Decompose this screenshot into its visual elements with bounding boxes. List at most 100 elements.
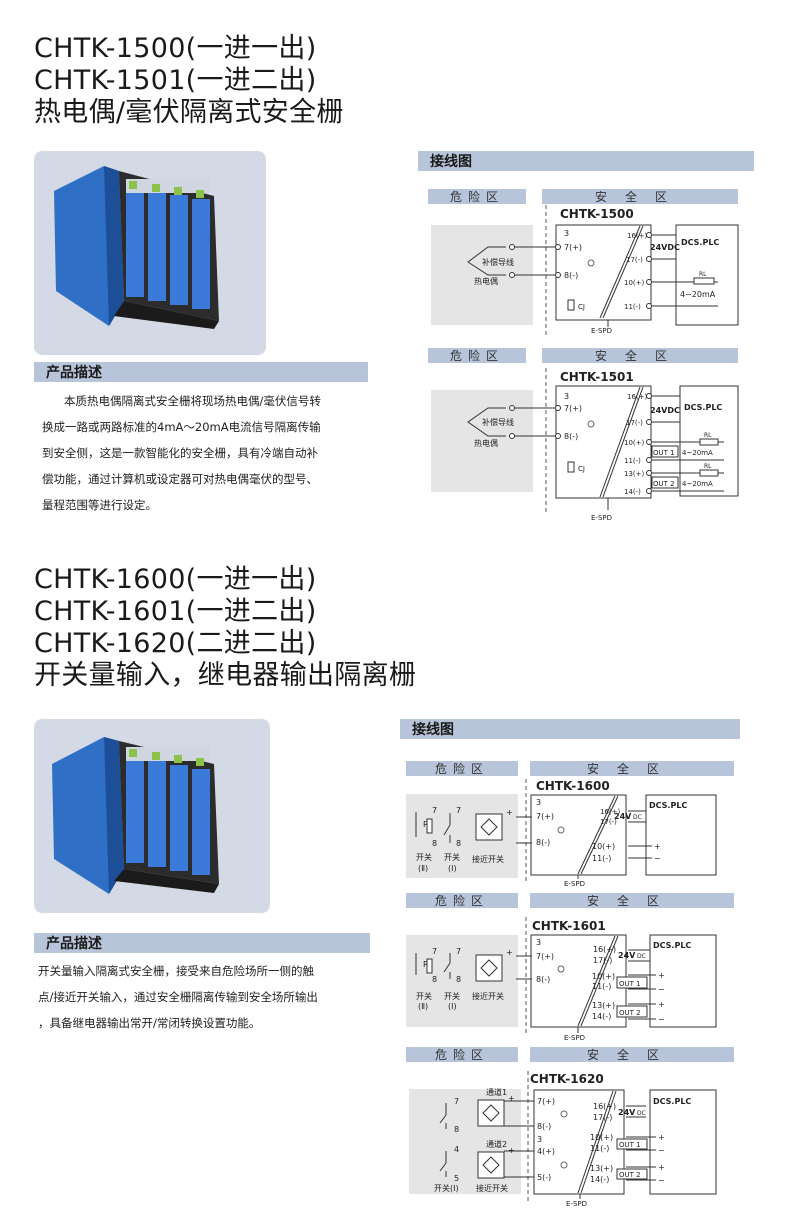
svg-text:14(-): 14(-) xyxy=(624,488,641,496)
wiring-heading-2: 接线图 xyxy=(400,719,740,739)
svg-text:+: + xyxy=(506,808,513,817)
svg-text:17(-): 17(-) xyxy=(593,1113,612,1122)
svg-text:24VDC: 24VDC xyxy=(650,243,680,252)
model-label: CHTK-1500 xyxy=(560,207,634,221)
hazard-zone-label: 危险区 xyxy=(406,761,518,776)
svg-text:11(-): 11(-) xyxy=(592,982,611,991)
svg-text:7: 7 xyxy=(456,806,461,815)
svg-text:7: 7 xyxy=(456,947,461,956)
svg-text:8(-): 8(-) xyxy=(536,838,550,847)
svg-text:−: − xyxy=(658,1146,665,1155)
svg-text:5: 5 xyxy=(454,1174,459,1183)
svg-text:7(+): 7(+) xyxy=(536,812,554,821)
model-label: CHTK-1501 xyxy=(560,370,634,384)
desc-line: 偿功能，通过计算机或设定器可对热电偶毫伏的型号、 xyxy=(42,472,318,486)
svg-text:DC: DC xyxy=(637,1110,646,1117)
svg-text:7: 7 xyxy=(432,947,437,956)
svg-text:7(+): 7(+) xyxy=(564,243,582,252)
svg-text:E-SPD: E-SPD xyxy=(564,1034,585,1042)
desc-line: 换成一路或两路标准的4mA～20mA电流信号隔离传输 xyxy=(42,420,321,434)
svg-text:4(+): 4(+) xyxy=(537,1147,555,1156)
svg-text:E-SPD: E-SPD xyxy=(566,1200,587,1208)
title-line: CHTK-1600(一进一出) xyxy=(34,564,317,595)
svg-text:开关: 开关 xyxy=(416,852,432,862)
svg-text:DCS.PLC: DCS.PLC xyxy=(681,238,719,247)
svg-text:开关: 开关 xyxy=(416,991,432,1001)
svg-text:17(-): 17(-) xyxy=(593,956,612,965)
svg-text:7(+): 7(+) xyxy=(536,952,554,961)
desc-line: ，具备继电器输出常开/常闭转换设置功能。 xyxy=(38,1016,261,1030)
product-photo-2 xyxy=(34,719,270,913)
svg-text:10(+): 10(+) xyxy=(590,1133,613,1142)
svg-text:16(+): 16(+) xyxy=(600,808,621,816)
hazard-zone-label: 危险区 xyxy=(428,189,526,204)
svg-text:DCS.PLC: DCS.PLC xyxy=(684,403,722,412)
svg-text:3: 3 xyxy=(564,392,569,401)
svg-text:补偿导线: 补偿导线 xyxy=(482,417,514,427)
svg-text:3: 3 xyxy=(564,229,569,238)
desc-line: 量程范围等进行设定。 xyxy=(42,498,157,512)
svg-text:16(+): 16(+) xyxy=(627,393,648,401)
desc-heading-2: 产品描述 xyxy=(34,933,370,953)
desc-line: 本质热电偶隔离式安全栅将现场热电偶/毫伏信号转 xyxy=(64,394,321,408)
svg-text:接近开关: 接近开关 xyxy=(476,1183,508,1193)
svg-text:RL: RL xyxy=(704,463,712,470)
svg-text:8: 8 xyxy=(432,975,437,984)
svg-text:11(-): 11(-) xyxy=(624,303,641,311)
desc-heading-1: 产品描述 xyxy=(34,362,368,382)
svg-text:3: 3 xyxy=(537,1135,542,1144)
svg-text:7(+): 7(+) xyxy=(564,404,582,413)
svg-text:10(+): 10(+) xyxy=(592,842,615,851)
desc-line: 点/接近开关输入，通过安全栅隔离传输到安全场所输出 xyxy=(38,990,318,1004)
hazard-zone-label: 危险区 xyxy=(406,1047,518,1062)
model-label: CHTK-1601 xyxy=(532,919,606,933)
svg-text:8(-): 8(-) xyxy=(537,1122,551,1131)
svg-text:(Ⅱ): (Ⅱ) xyxy=(418,864,428,873)
desc-line: 到安全侧，这是一款智能化的安全栅，具有冷端自动补 xyxy=(42,446,318,460)
svg-text:3: 3 xyxy=(536,938,541,947)
svg-text:10(+): 10(+) xyxy=(592,972,615,981)
safe-zone-label: 安全区 xyxy=(542,189,738,204)
svg-text:+: + xyxy=(654,842,661,851)
svg-text:DCS.PLC: DCS.PLC xyxy=(649,801,687,810)
svg-text:4~20mA: 4~20mA xyxy=(680,290,716,299)
svg-text:8: 8 xyxy=(456,839,461,848)
svg-text:+: + xyxy=(658,1133,665,1142)
svg-text:+: + xyxy=(658,971,665,980)
svg-text:−: − xyxy=(658,1015,665,1024)
title-line: CHTK-1501(一进二出) xyxy=(34,65,317,96)
title-line: CHTK-1601(一进二出) xyxy=(34,596,317,627)
svg-text:补偿导线: 补偿导线 xyxy=(482,257,514,267)
title-line: 开关量输入，继电器输出隔离栅 xyxy=(34,660,417,691)
svg-text:+: + xyxy=(658,1163,665,1172)
svg-text:3: 3 xyxy=(536,798,541,807)
svg-text:通道2: 通道2 xyxy=(486,1139,507,1149)
svg-text:7: 7 xyxy=(432,806,437,815)
product-photo-1 xyxy=(34,151,266,355)
barrier-device-image xyxy=(54,166,219,329)
svg-text:OUT 2: OUT 2 xyxy=(619,1009,641,1017)
svg-text:热电偶: 热电偶 xyxy=(474,438,498,448)
svg-text:24VDC: 24VDC xyxy=(650,406,680,415)
desc-line: 开关量输入隔离式安全栅，接受来自危险场所一侧的触 xyxy=(38,964,314,978)
wiring-diagram-1500: CHTK-1500 3 7(+) 8(-) 补偿导线 热电偶 CJ E-SPD … xyxy=(431,205,739,335)
svg-text:−: − xyxy=(658,1176,665,1185)
svg-text:DCS.PLC: DCS.PLC xyxy=(653,1097,691,1106)
svg-text:16(+): 16(+) xyxy=(593,1102,616,1111)
svg-text:R: R xyxy=(423,960,429,969)
wiring-heading-1: 接线图 xyxy=(418,151,754,171)
svg-text:(Ⅰ): (Ⅰ) xyxy=(448,1002,457,1011)
svg-text:8: 8 xyxy=(432,839,437,848)
svg-text:13(+): 13(+) xyxy=(624,470,645,478)
svg-text:OUT 1: OUT 1 xyxy=(619,980,641,988)
svg-text:8(-): 8(-) xyxy=(564,271,578,280)
svg-text:OUT 2: OUT 2 xyxy=(653,480,675,488)
svg-text:OUT 2: OUT 2 xyxy=(619,1171,641,1179)
title-line: 热电偶/毫伏隔离式安全栅 xyxy=(34,97,344,128)
svg-text:24V: 24V xyxy=(618,951,636,960)
svg-text:+: + xyxy=(508,1094,515,1103)
title-line: CHTK-1500(一进一出) xyxy=(34,33,317,64)
svg-text:RL: RL xyxy=(699,271,707,278)
section2-title: CHTK-1600(一进一出) CHTK-1601(一进二出) CHTK-162… xyxy=(34,564,416,692)
svg-text:13(+): 13(+) xyxy=(590,1164,613,1173)
